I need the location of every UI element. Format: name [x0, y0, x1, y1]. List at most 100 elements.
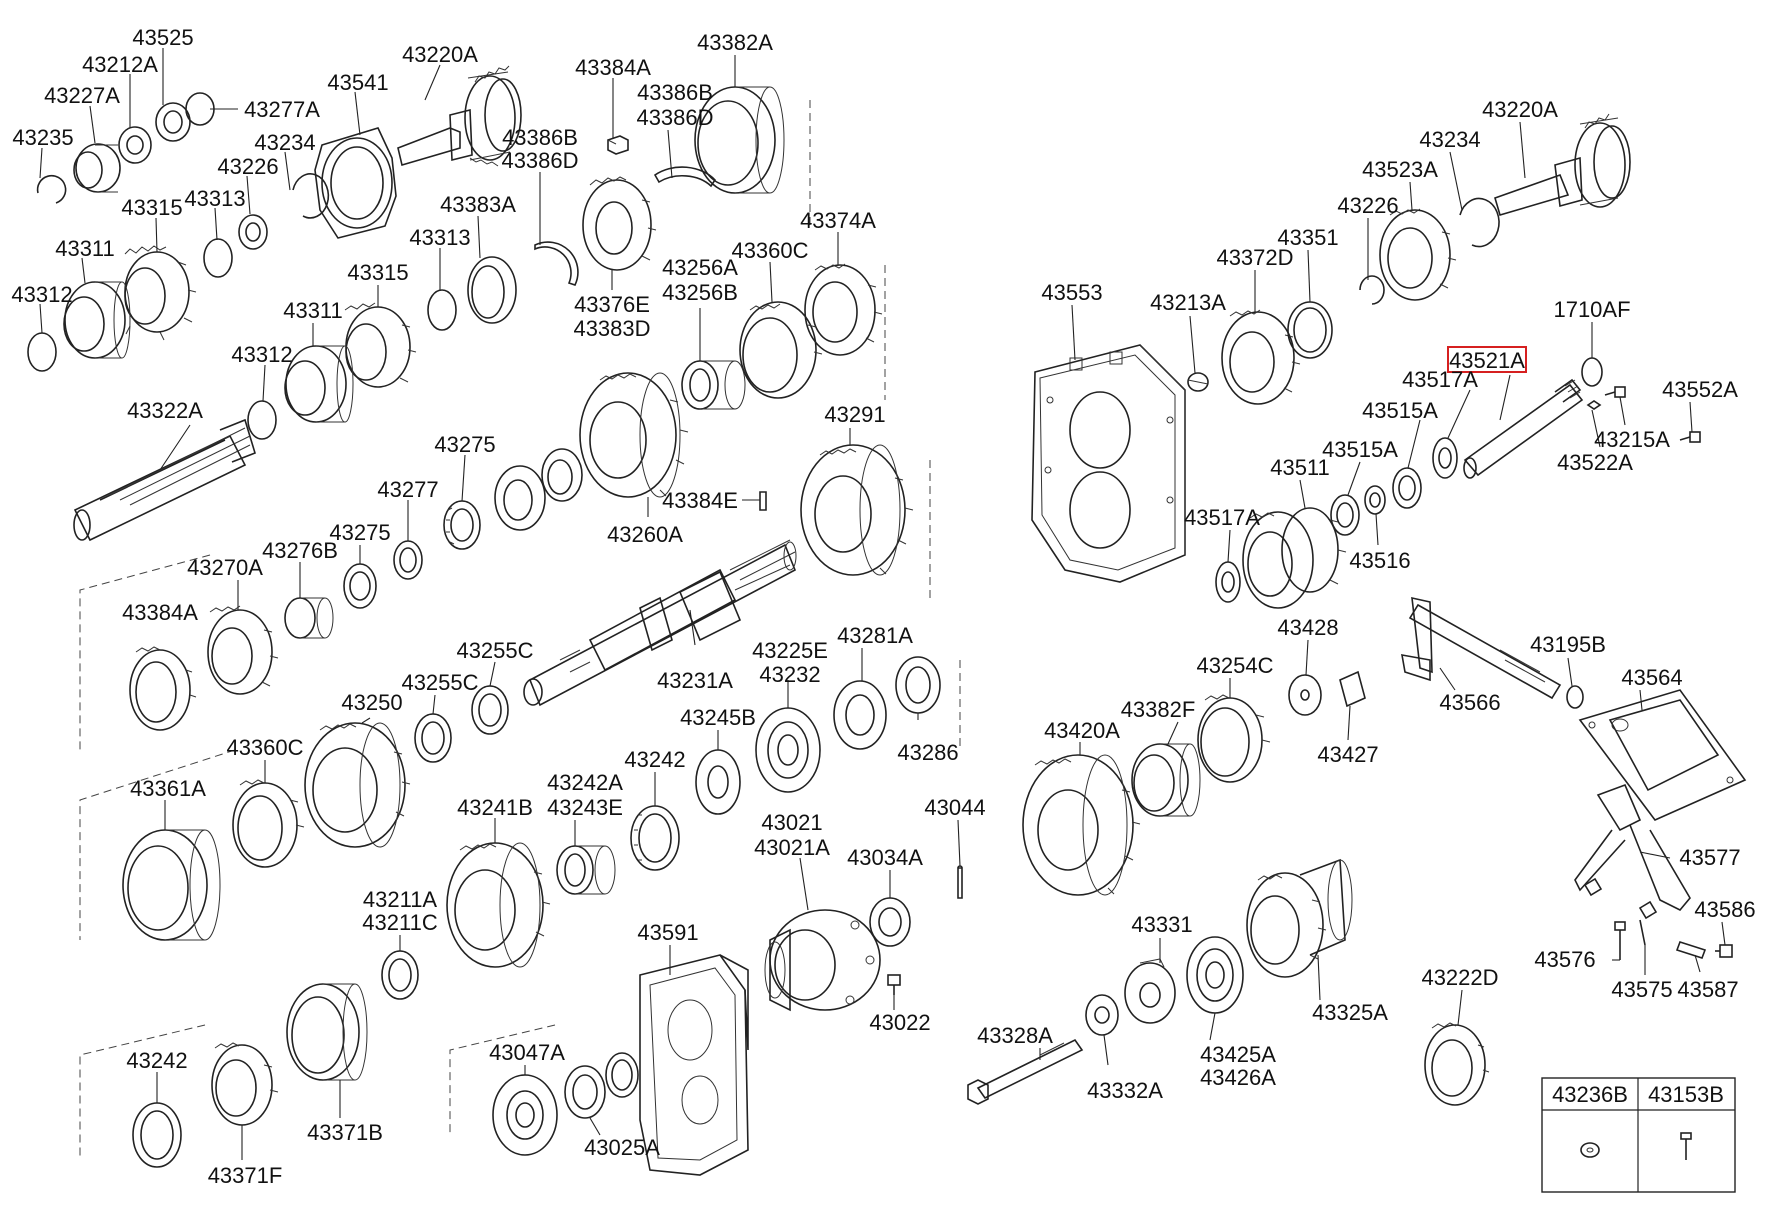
label-43313-left: 43313	[184, 186, 245, 211]
pin-43213A	[1187, 372, 1209, 392]
needle-bearing-43275-upper	[443, 500, 481, 550]
label-43386D-mid: 43386D	[501, 148, 578, 173]
gear-43511	[1242, 507, 1347, 609]
washer-43522A	[1586, 400, 1602, 410]
gear-43222D	[1424, 1022, 1490, 1106]
label-43311-mid: 43311	[283, 298, 343, 323]
label-43525: 43525	[132, 25, 193, 50]
ring-43516	[1364, 485, 1386, 515]
cover-43591	[639, 954, 749, 1176]
label-43245B: 43245B	[680, 705, 756, 730]
label-43242A: 43242A	[547, 770, 623, 795]
bolt-43215A	[1604, 386, 1626, 398]
bolt-43022	[887, 974, 901, 995]
label-43376E: 43376E	[574, 292, 650, 317]
label-43227A: 43227A	[44, 83, 120, 108]
washer-icon	[1580, 1142, 1600, 1158]
gear-43241B	[446, 842, 551, 968]
label-43232: 43232	[759, 662, 820, 687]
label-43213A: 43213A	[1150, 290, 1226, 315]
label-43311-left: 43311	[55, 236, 115, 261]
label-43220A-left: 43220A	[402, 42, 478, 67]
label-43234-left: 43234	[254, 130, 315, 155]
shaft-43521A	[1463, 378, 1584, 479]
washer-43517A-lower	[1215, 561, 1241, 603]
synchro-43360C-lower	[232, 779, 305, 868]
label-43384A-left: 43384A	[122, 600, 198, 625]
leader-lines	[39, 48, 1726, 1160]
countershaft-43231A	[523, 539, 797, 707]
label-43427: 43427	[1317, 742, 1378, 767]
gear-43325A	[1246, 858, 1353, 978]
transfer-case-group	[967, 113, 1747, 1106]
hub-43331	[1124, 958, 1176, 1024]
bearing-43425A	[1186, 936, 1244, 1014]
label-43047A: 43047A	[489, 1040, 565, 1065]
label-43281A: 43281A	[837, 623, 913, 648]
gear-43270A	[207, 605, 279, 695]
ring-43226	[238, 214, 268, 250]
ring-43525	[155, 102, 191, 142]
label-43420A: 43420A	[1044, 718, 1120, 743]
label-43371F: 43371F	[208, 1163, 283, 1188]
label-43383A: 43383A	[440, 192, 516, 217]
label-43220A-right: 43220A	[1482, 97, 1558, 122]
gear-43374A	[804, 263, 883, 356]
ring-43312-mid	[247, 400, 277, 440]
label-43586: 43586	[1694, 897, 1755, 922]
synchro-43360C-upper	[739, 301, 823, 399]
bearing-43311-mid	[284, 345, 354, 423]
cover-43564	[1578, 689, 1747, 821]
part-labels: 43525 43212A 43227A 43235 43220A 43541 4…	[11, 25, 1755, 1188]
label-43384E: 43384E	[662, 488, 738, 513]
bolt-43552A	[1679, 431, 1701, 443]
label-43360C-lower: 43360C	[226, 735, 303, 760]
label-43276B: 43276B	[262, 538, 338, 563]
label-43382A: 43382A	[697, 30, 773, 55]
shaft-43566	[1401, 596, 1562, 700]
mid-upper-group	[129, 86, 914, 731]
washer-43245B	[695, 749, 741, 815]
label-43576: 43576	[1534, 947, 1595, 972]
label-43374A: 43374A	[800, 208, 876, 233]
label-43291: 43291	[824, 402, 885, 427]
label-43277A: 43277A	[244, 97, 320, 122]
label-43212A: 43212A	[82, 52, 158, 77]
label-43577: 43577	[1679, 845, 1740, 870]
key-43384A-top	[607, 135, 629, 155]
race-43286	[895, 656, 941, 714]
ring-43277	[393, 540, 423, 580]
legend-header-2: 43153B	[1648, 1082, 1724, 1107]
needle-bearing-43275-lower	[343, 563, 377, 609]
legend-header-1: 43236B	[1552, 1082, 1628, 1107]
label-43021A: 43021A	[754, 835, 830, 860]
label-43351: 43351	[1277, 225, 1338, 250]
gear-43371F	[211, 1042, 279, 1126]
needle-bearing-43242-mid	[630, 805, 680, 871]
label-43222D: 43222D	[1421, 965, 1498, 990]
label-43312-mid: 43312	[231, 342, 292, 367]
bushing-43256A	[681, 360, 746, 410]
bolt-43328A	[967, 1038, 1084, 1105]
label-43315-mid: 43315	[347, 260, 408, 285]
label-43553: 43553	[1041, 280, 1102, 305]
bearing-43047A	[492, 1074, 558, 1156]
flange-43021	[764, 909, 881, 1012]
ring-43312-left	[27, 332, 57, 372]
gear-43315-mid	[344, 302, 417, 388]
label-43386B-mid: 43386B	[502, 125, 578, 150]
label-43517A-upper: 43517A	[1402, 367, 1478, 392]
ring-43313-mid	[427, 289, 457, 331]
label-43315-left: 43315	[121, 195, 182, 220]
gear-43250	[304, 722, 411, 848]
label-43022: 43022	[869, 1010, 930, 1035]
label-43386B-top: 43386B	[637, 80, 713, 105]
sleeve-43382F	[1131, 743, 1201, 817]
bushing-43243E	[556, 845, 616, 895]
needle-bearing-43242-lower	[132, 1102, 182, 1168]
label-43511: 43511	[1270, 455, 1330, 480]
label-43517A-lower: 43517A	[1184, 505, 1260, 530]
label-43254C: 43254C	[1196, 653, 1273, 678]
ring-43226-right	[1359, 275, 1385, 305]
synchro-43254C	[1197, 694, 1271, 783]
